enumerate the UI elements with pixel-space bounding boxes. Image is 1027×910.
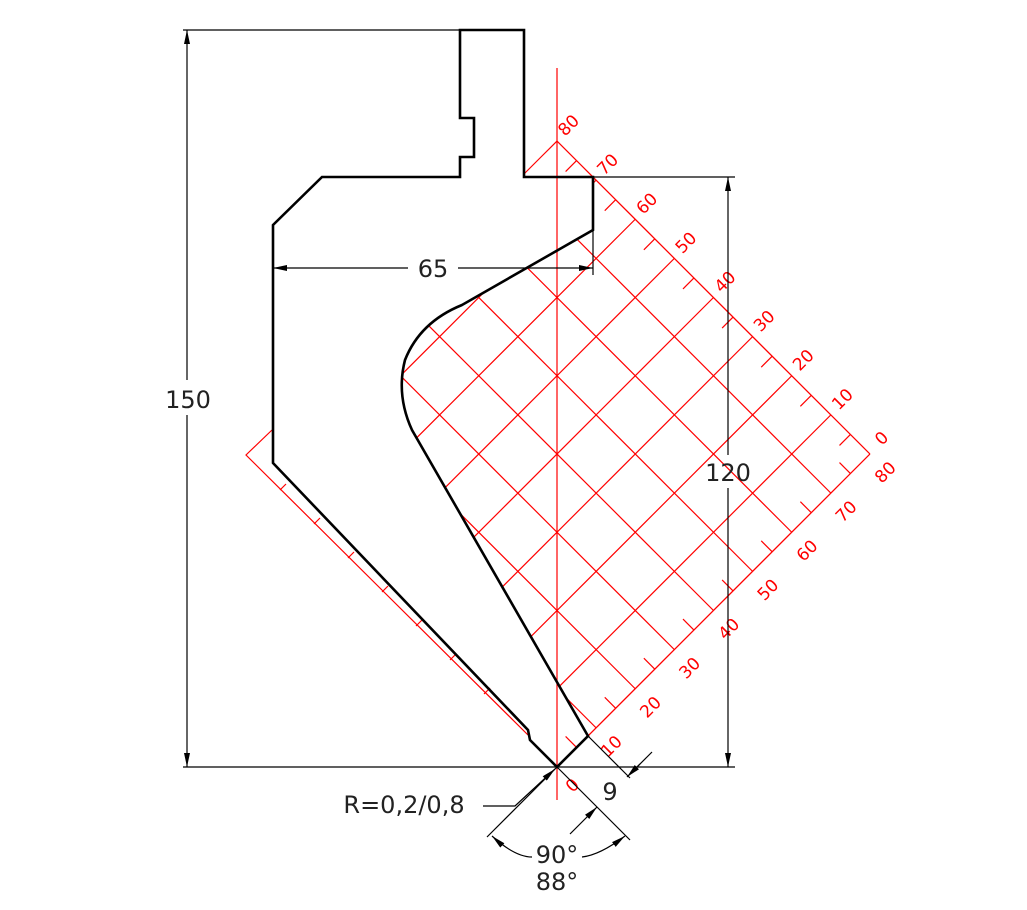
scale-label: 70 [832, 497, 861, 526]
dimension-120-label: 120 [705, 459, 751, 487]
scale-tick [760, 355, 773, 368]
scale-label: 50 [672, 228, 701, 257]
lower-scale-edge [556, 453, 871, 768]
dimension-9-label: 9 [602, 778, 617, 806]
scale-label: 80 [554, 111, 583, 140]
scale-tick [682, 277, 695, 290]
scale-label: 50 [754, 576, 783, 605]
scale-tick [799, 394, 812, 407]
radius-label: R=0,2/0,8 [343, 791, 464, 819]
radius-leader [483, 768, 556, 807]
scale-tick [760, 540, 773, 553]
scale-tick [839, 434, 851, 446]
scale-label: 30 [750, 307, 779, 336]
dimension-65 [273, 230, 594, 275]
scale-tick [839, 462, 851, 474]
scale-label: 40 [715, 615, 744, 644]
scale-tick [565, 160, 577, 172]
grid-line [401, 218, 636, 533]
dimension-150-label: 150 [165, 386, 211, 414]
dimension-150 [183, 29, 735, 768]
scale-label: 60 [793, 536, 822, 565]
angle-dimension [486, 766, 626, 858]
scale-label: 70 [594, 150, 623, 179]
scale-label: 80 [871, 458, 900, 487]
scale-label: 20 [636, 693, 665, 722]
scale-tick [682, 618, 695, 631]
scale-label: 10 [597, 732, 626, 761]
angle-88-label: 88° [536, 868, 579, 896]
scale-label: 10 [828, 385, 857, 414]
dimension-9 [556, 735, 653, 841]
scale-tick [604, 696, 617, 709]
grid-line [478, 218, 793, 533]
punch-profile [271, 28, 595, 769]
dimension-65-label: 65 [418, 255, 449, 283]
scale-tick [643, 657, 656, 670]
scale-label: 0 [562, 775, 584, 797]
scale-label: 60 [633, 189, 662, 218]
dimension-120 [593, 176, 735, 767]
scale-tick [565, 736, 577, 748]
grid-scale: 0 10 20 30 40 50 60 70 80 0 10 20 30 40 50 60 70 80 [523, 111, 901, 797]
scale-tick [604, 199, 617, 212]
scale-tick [799, 501, 812, 514]
grid-line [439, 257, 754, 572]
left-reference-edge [245, 429, 529, 736]
upper-scale-edge [556, 140, 871, 455]
scale-label: 0 [871, 428, 893, 450]
angle-90-label: 90° [536, 841, 579, 869]
scale-tick [643, 238, 656, 251]
scale-label: 20 [789, 346, 818, 375]
scale-label: 40 [711, 268, 740, 297]
scale-label: 30 [676, 654, 705, 683]
top-edge [523, 140, 558, 175]
